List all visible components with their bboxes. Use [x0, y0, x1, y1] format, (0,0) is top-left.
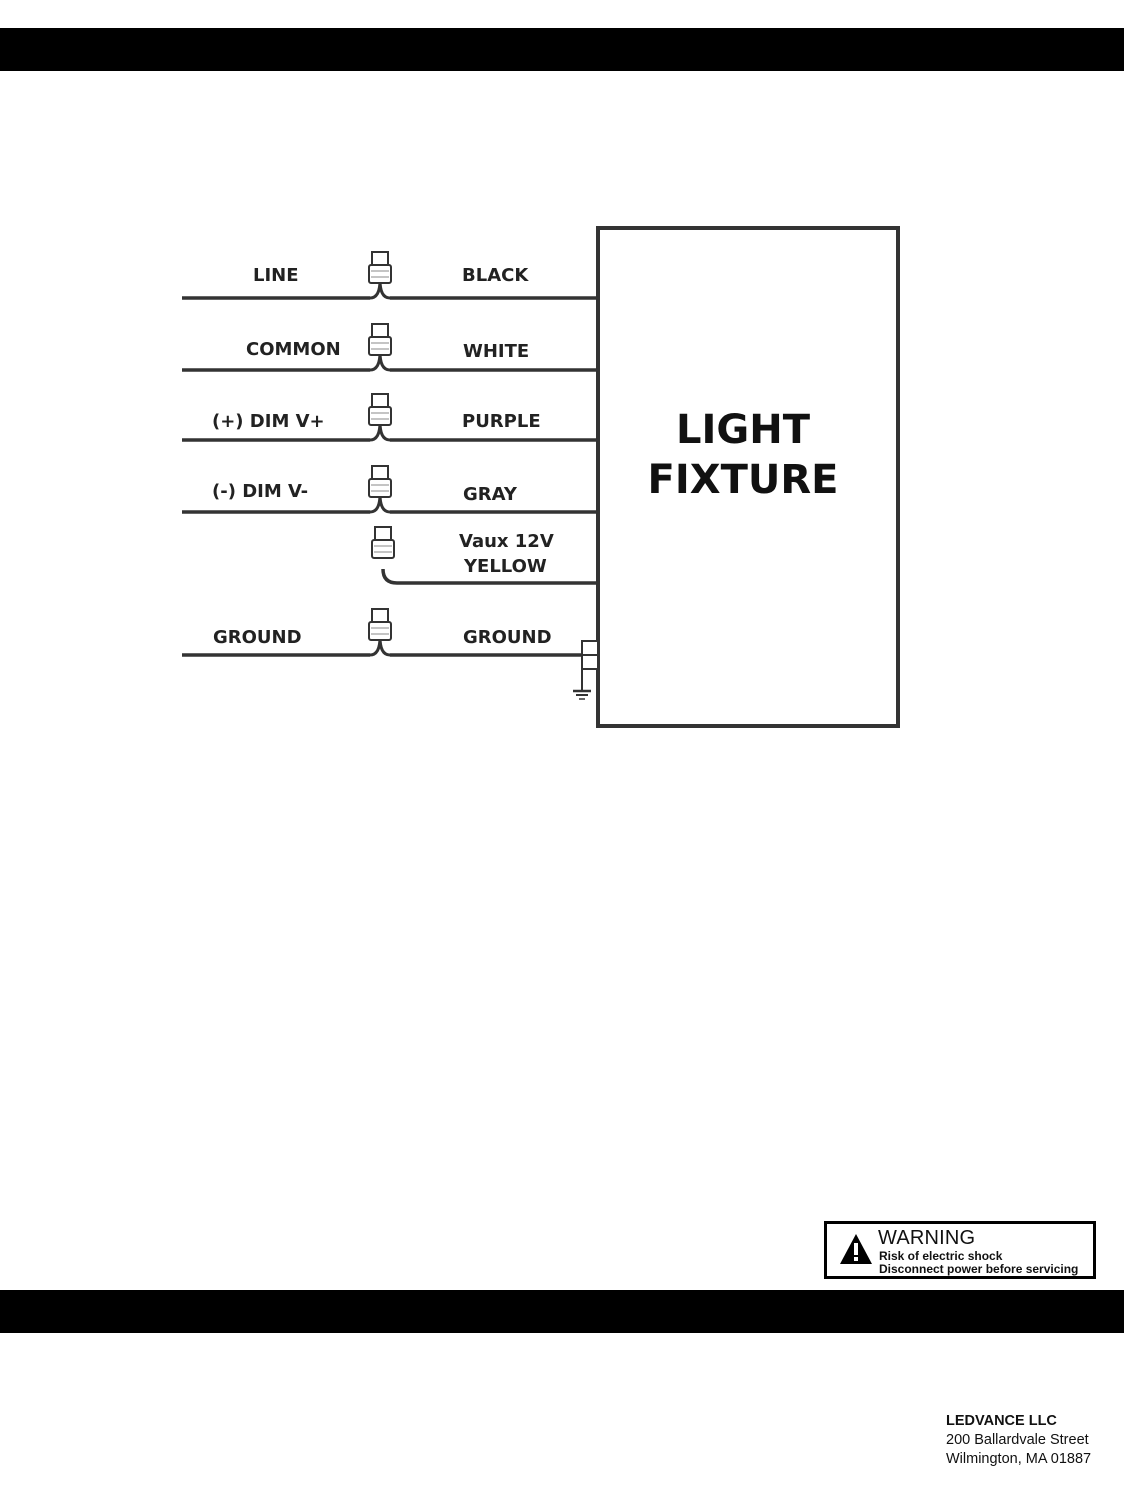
wire-nut-icon [369, 324, 391, 355]
wire-row-line: LINE BLACK [182, 252, 598, 298]
warning-triangle-icon [839, 1233, 873, 1265]
footer-bar [0, 1290, 1124, 1333]
warning-text-disconnect: Disconnect power before servicing [879, 1263, 1078, 1276]
fixture-label-purple: PURPLE [462, 411, 541, 432]
warning-title: WARNING [878, 1228, 975, 1248]
fixture-label-yellow: YELLOW [463, 556, 547, 577]
warning-label: WARNING Risk of electric shock Disconnec… [824, 1221, 1096, 1279]
header-bar [0, 28, 1124, 71]
wire-row-dim-plus: (+) DIM V+ PURPLE [182, 394, 598, 440]
wire-row-vaux: Vaux 12V YELLOW [372, 527, 598, 583]
source-label-dim-minus: (-) DIM V- [212, 481, 308, 502]
company-street: 200 Ballardvale Street [946, 1431, 1091, 1450]
ground-symbol-icon [573, 669, 591, 699]
wire-row-dim-minus: (-) DIM V- GRAY [182, 466, 598, 512]
wire-nut-icon [369, 466, 391, 497]
fixture-label-vaux: Vaux 12V [459, 531, 554, 552]
fixture-label-white: WHITE [463, 341, 529, 362]
source-label-dim-plus: (+) DIM V+ [212, 411, 325, 432]
company-city: Wilmington, MA 01887 [946, 1450, 1091, 1469]
source-label-common: COMMON [246, 339, 341, 360]
wire-nut-icon [369, 609, 391, 640]
source-label-ground: GROUND [213, 627, 302, 648]
fixture-label-gray: GRAY [463, 484, 518, 505]
fixture-label-ground: GROUND [463, 627, 552, 648]
company-address: LEDVANCE LLC 200 Ballardvale Street Wilm… [946, 1412, 1091, 1469]
fixture-label-line1: LIGHT [676, 407, 811, 453]
company-name: LEDVANCE LLC [946, 1412, 1091, 1431]
wire-nut-icon [369, 394, 391, 425]
fixture-label-line2: FIXTURE [648, 457, 839, 503]
source-label-line: LINE [253, 265, 299, 286]
wire-nut-icon [372, 527, 394, 558]
fixture-label-black: BLACK [462, 265, 529, 286]
wire-nut-icon [369, 252, 391, 283]
wiring-diagram: LIGHT FIXTURE LINE BLACK COMMON WHITE (+… [150, 205, 940, 770]
wire-row-common: COMMON WHITE [182, 324, 598, 370]
wire-row-ground: GROUND GROUND [182, 609, 598, 699]
